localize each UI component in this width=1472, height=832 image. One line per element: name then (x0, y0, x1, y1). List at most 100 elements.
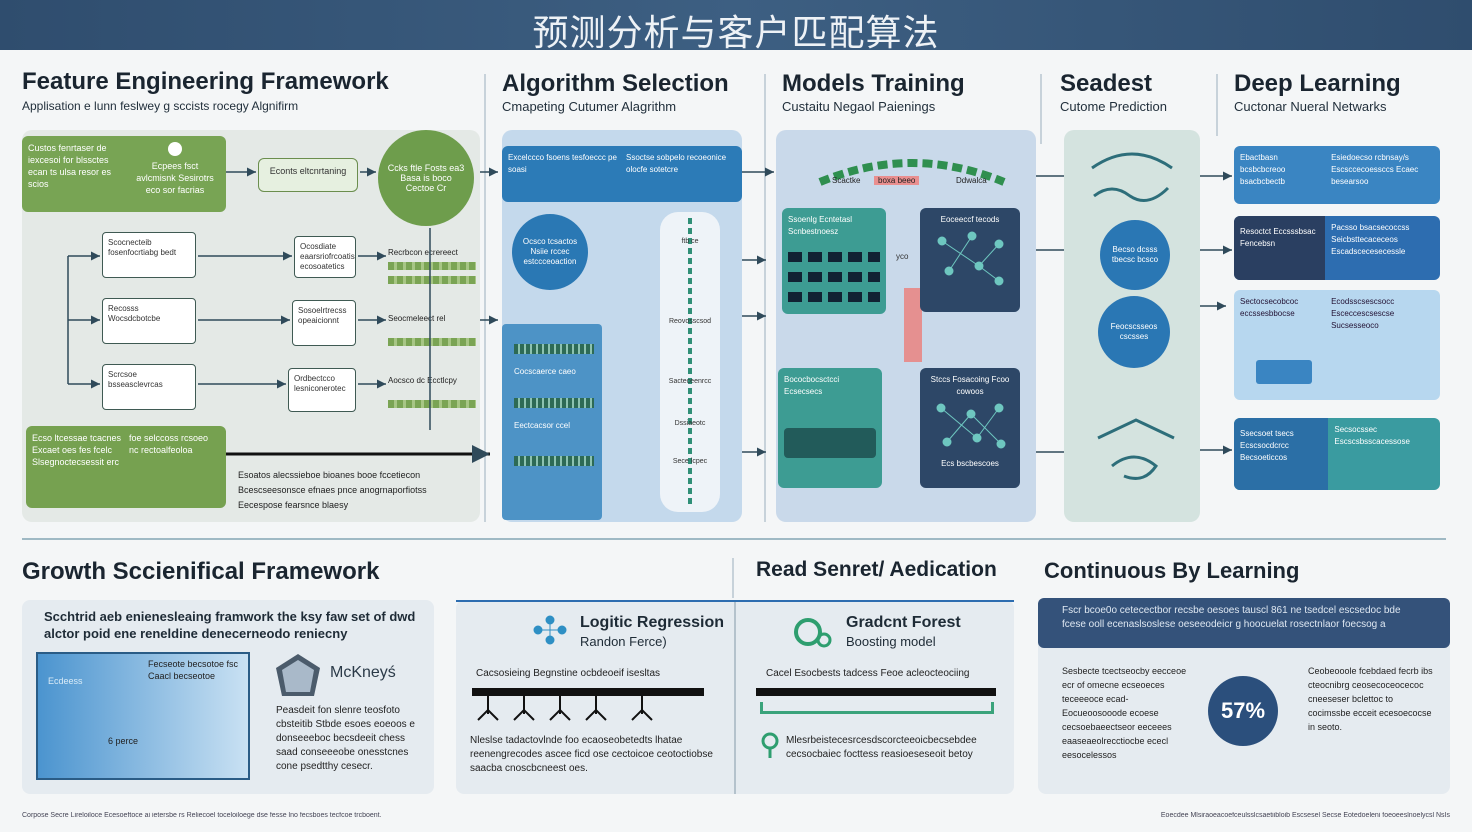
seadest-title: Seadest (1060, 70, 1153, 97)
growth-headline: Scchtrid aeb enienesleaing framwork the … (44, 609, 416, 641)
continuous-title: Continuous By Learning (1044, 558, 1300, 583)
algorithm-top-right: Ssoctse sobpelo recoeonice olocfe sotetc… (626, 153, 727, 174)
continuous-right: Ceobeooole fcebdaed fecrb ibs cteocnibrg… (1308, 666, 1433, 732)
feature-bottom-green-box: Ecso ltcessae tcacnes Excaet oes fes fce… (26, 426, 226, 508)
models-grid (788, 252, 880, 262)
algorithm-bar (514, 456, 594, 466)
algorithm-bar-label-2: Eectcacsor ccel (514, 421, 571, 430)
green-box-text: Custos fenrtaser de iexcesoi for blsscte… (28, 143, 112, 189)
models-grid (788, 292, 880, 302)
strip-label: Sacteceenrcc (668, 378, 712, 385)
models-side-label: yco (896, 252, 909, 261)
bulb-icon (168, 142, 182, 156)
section-divider (22, 538, 1446, 540)
read-right-body: Mlesrbeistecesrcesdscorcteeoicbecsebdee … (786, 735, 977, 760)
bottom-left-text-1: Ecso ltcessae tcacnes Excaet oes fes fce… (32, 433, 122, 455)
strip-label: Reovosscsod (668, 318, 712, 325)
mckinsey-logo-text: McKneyś (330, 664, 396, 681)
read-right-caption: Cacel Esocbests tadcess Feoe acleocteoci… (766, 668, 970, 679)
divider (1216, 74, 1218, 136)
read-left-body: Nleslse tadactovlnde foo ecaoseobetedts … (470, 735, 713, 774)
strip-label: Dssiaeotc (674, 420, 706, 427)
deep-card-left: Ebactbasn bcsbcbcreoo bsacbcbectb (1240, 153, 1286, 186)
deep-card-right: Pacsso bsacsecoccss Seicbsttecaceceos Es… (1331, 223, 1410, 256)
growth-title: Growth Sccienifical Framework (22, 558, 380, 585)
read-title: Read Senret/ Aedication (756, 558, 997, 581)
legend-list: Esoatos alecssieboe bioanes booe fccetie… (238, 468, 480, 513)
deep-card-left: Ssecsoet tsecs Ecscsocdcrcc Becsoeticcos (1234, 418, 1329, 490)
growth-blue-label: Ecdeess (48, 676, 83, 686)
read-right-subtitle: Boosting model (846, 634, 936, 649)
pin-icon (761, 732, 779, 758)
seadest-circle-1: Becso dcsss tbecsc bcsco (1100, 220, 1170, 290)
dotted-line (688, 218, 692, 508)
right-label-1: Recrbcon ecrereect (388, 248, 458, 257)
green-bar (388, 400, 476, 408)
algorithm-title: Algorithm Selection (502, 70, 729, 97)
read-left-caption: Cacsosieing Begnstine ocbdeoeif isesltas (476, 668, 660, 679)
feature-title: Feature Engineering Framework (22, 68, 389, 95)
bottom-left-text-3: Slsegnoctecsessit erc (32, 457, 120, 467)
read-card-top-line (456, 600, 1014, 602)
growth-blue-text2: 6 perce (108, 736, 139, 746)
feature-mid-box-1: Ocosdiate eaarsriofrcoatis ecosoatetics (294, 236, 356, 278)
divider (484, 74, 486, 522)
read-right-bar (756, 688, 996, 696)
algorithm-top-left: Excelccco fsoens tesfoeccc pe soasi (508, 153, 617, 174)
deep-card-right: Esiedoecso rcbnsay/s Escsccecoessccs Eca… (1331, 153, 1419, 186)
feature-subtitle: Applisation e lunn feslwey g sccists roc… (22, 99, 299, 113)
models-navy-top-text: Eoceeccf tecods (940, 215, 1000, 224)
legend-item: Eecespose fearsnce blaesy (238, 500, 349, 510)
callout-box: Econts eltcnrtaning (258, 158, 358, 192)
arc-label-1: Scactke (832, 176, 861, 185)
algorithm-circle: Ocsco tcsactos Nsiie rccec estccceoactio… (512, 214, 588, 290)
footer-left: Corpose Secre Lireloiloce Ecesoeftoce ai… (22, 812, 382, 819)
strip-label: Sece lcpec (672, 458, 708, 465)
feature-circle: Ccks ftle Fosts ea3 Basa is boco Cectoe … (378, 130, 474, 226)
divider (1040, 74, 1042, 144)
growth-body: Peasdeit fon slenre teosfoto cbsteitib S… (276, 705, 415, 772)
deep-title: Deep Learning (1234, 70, 1401, 97)
algorithm-top-box: Excelccco fsoens tesfoeccc pe soasi Ssoc… (502, 146, 742, 202)
green-bar (388, 276, 476, 284)
deep-card-4: Ssecsoet tsecs Ecscsocdcrcc Becsoeticcos… (1234, 418, 1440, 490)
arc-label-2: boxa beeo (874, 176, 920, 185)
read-right-title: Gradcnt Forest (846, 614, 961, 631)
divider (732, 558, 734, 598)
algorithm-subtitle: Cmapeting Cutumer Alagrithm (502, 99, 677, 114)
seadest-circle-2: Feocscsseos cscsses (1098, 296, 1170, 368)
footer-right: Eoecdee Mlsiraoeacoefceulsslcsaetiibloib… (1160, 812, 1450, 819)
models-device (784, 428, 876, 458)
read-right-bracket (760, 702, 994, 714)
continuous-banner: Fscr bcoe0o cetecectbor recsbe oesoes ta… (1038, 598, 1450, 648)
deep-card-right: Secsocssec Escscsbsscacessose (1334, 425, 1410, 446)
models-teal-bottom-text: Bococbocsctcci Ecsecsecs (784, 375, 840, 396)
bottom-left-text-2: foe selccoss rcsoeo nc rectoalfeoloa (129, 433, 209, 455)
mckinsey-logo-icon (276, 654, 320, 696)
deep-card-left: Sectocsecobcoc eccssesbbocse (1240, 297, 1299, 318)
algorithm-bar-label-1: Cocscaerce caeo (514, 367, 576, 376)
read-left-title: Logitic Regression (580, 614, 725, 631)
network-icon (936, 403, 1006, 449)
gear-icon (794, 618, 832, 648)
percent-badge: 57% (1208, 676, 1278, 746)
deep-card-right: Ecodsscsescsocc Esceccescsescse Sucsesse… (1331, 297, 1395, 330)
feature-box-3: Scrcsoe bsseasclevrcas (102, 364, 196, 410)
feature-box-2: Recosss Wocsdcbotcbe (102, 298, 196, 344)
models-teal-bottom: Bococbocsctcci Ecsecsecs (778, 368, 882, 488)
strip-label: ftb ce (681, 238, 699, 245)
deep-card-2: Resoctct Eccsssbsac Fencebsn Pacsso bsac… (1234, 216, 1440, 280)
models-arc (818, 159, 1006, 186)
models-navy-bottom: Stccs Fosacoing Fcoo cowoos Ecs bscbesco… (920, 368, 1020, 488)
arc-label-3: Ddwalca (956, 176, 987, 185)
continuous-left: Sesbecte tcectseocby eecceoe ecr of omec… (1062, 666, 1187, 760)
deep-card-left: Resoctct Eccsssbsac Fencebsn (1234, 216, 1326, 280)
feature-box-1: Scocnecteib fosenfocrtiabg bedt (102, 232, 196, 278)
divider (734, 600, 736, 794)
tree-marks (477, 696, 653, 721)
models-navy-bottom-text: Stccs Fosacoing Fcoo cowoos (930, 375, 1010, 396)
green-bar (388, 338, 476, 346)
growth-blue-text: Fecseote becsotoe fsc Caacl becseotoe (148, 659, 239, 681)
models-grid (788, 272, 880, 282)
